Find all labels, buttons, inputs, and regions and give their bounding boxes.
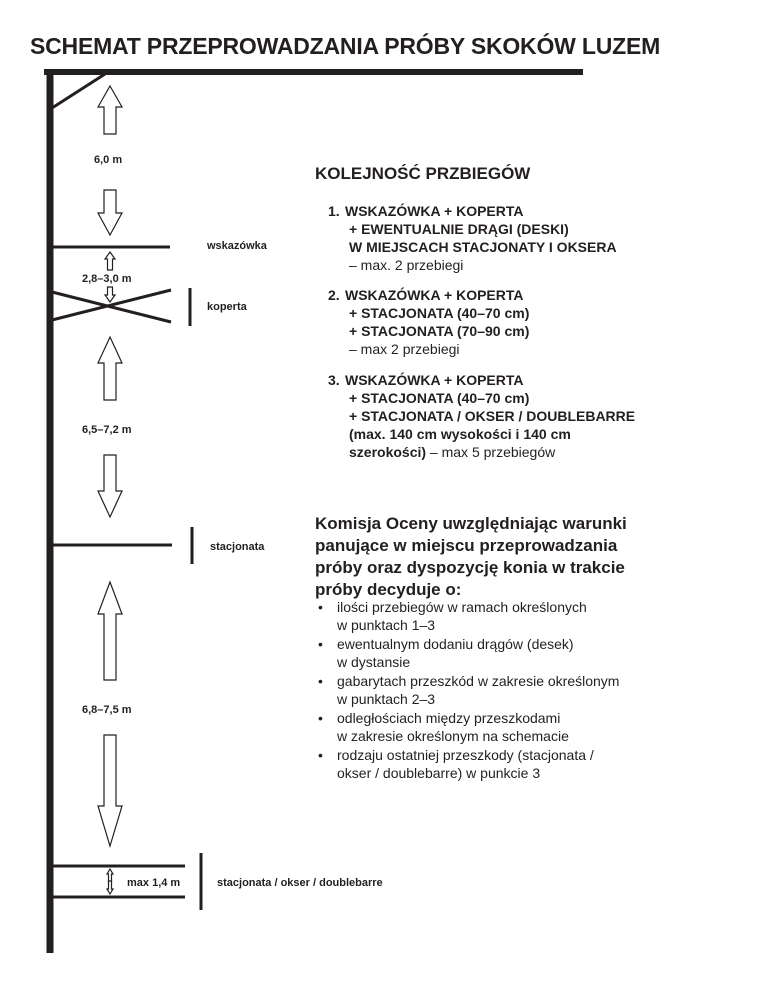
height-label: max 1,4 m: [127, 877, 181, 889]
arrow-up-icon: [96, 84, 124, 135]
order-item-2: 2. WSKAZÓWKA + KOPERTA + STACJONATA (40–…: [328, 286, 530, 358]
arrow-up-icon: [97, 580, 123, 681]
item-line: + STACJONATA / OKSER / DOUBLEBARRE: [349, 408, 636, 424]
order-item-1: 1. WSKAZÓWKA + KOPERTA + EWENTUALNIE DRĄ…: [328, 202, 617, 274]
bullet-line: ewentualnym dodaniu drągów (desek): [337, 636, 574, 652]
bullet-line: odległościach między przeszkodami: [337, 710, 561, 726]
obstacle-label: koperta: [207, 301, 247, 313]
corner-diagonal: [51, 72, 106, 110]
commission-line: panujące w miejscu przeprowadzania: [315, 536, 618, 555]
obstacle-label: wskazówka: [207, 240, 267, 252]
koperta-pole-1: [51, 290, 172, 324]
item-line: + STACJONATA (70–90 cm): [349, 323, 530, 339]
bullet-line: okser / doublebarre) w punkcie 3: [337, 765, 541, 781]
commission-paragraph: Komisja Oceny uwzględniając warunki panu…: [315, 513, 627, 601]
bullet-line: w zakresie określonym na schemacie: [337, 728, 569, 744]
bullet-line: rodzaju ostatniej przeszkody (stacjonata…: [337, 747, 594, 763]
arrow-down-icon: [97, 734, 123, 849]
item-note: – max 5 przebiegów: [426, 444, 556, 460]
decision-item: ilości przebiegów w ramach określonych w …: [318, 598, 619, 634]
decision-item: ewentualnym dodaniu drągów (desek) w dyst…: [318, 635, 619, 671]
arrow-down-icon: [96, 189, 124, 237]
item-line: (max. 140 cm wysokości i 140 cm: [349, 426, 571, 442]
item-line: + STACJONATA (40–70 cm): [349, 390, 530, 406]
item-line: szerokości): [349, 444, 427, 460]
item-number: 1.: [328, 203, 340, 219]
item-line: W MIEJSCACH STACJONATY I OKSERA: [349, 239, 617, 255]
item-line: WSKAZÓWKA + KOPERTA: [345, 203, 524, 219]
page-title: SCHEMAT PRZEPROWADZANIA PRÓBY SKOKÓW LUZ…: [30, 33, 661, 59]
arrow-down-icon: [97, 454, 123, 519]
order-heading: KOLEJNOŚĆ PRZBIEGÓW: [315, 164, 531, 183]
commission-line: próby decyduje o:: [315, 580, 462, 599]
item-line: WSKAZÓWKA + KOPERTA: [345, 287, 524, 303]
koperta-pole-2: [51, 288, 172, 322]
arrow-up-icon: [105, 867, 115, 883]
commission-line: Komisja Oceny uwzględniając warunki: [315, 514, 627, 533]
commission-line: próby oraz dyspozycję konia w trakcie: [315, 558, 625, 577]
arrow-down-icon: [103, 286, 117, 304]
item-number: 3.: [328, 372, 340, 388]
item-line: + EWENTUALNIE DRĄGI (DESKI): [349, 221, 569, 237]
arrow-down-icon: [105, 880, 115, 896]
bullet-line: w punktach 2–3: [337, 691, 436, 707]
order-item-3: 3. WSKAZÓWKA + KOPERTA + STACJONATA (40–…: [328, 371, 636, 461]
decision-list: ilości przebiegów w ramach określonych w …: [318, 598, 619, 783]
item-number: 2.: [328, 287, 340, 303]
obstacle-label: stacjonata / okser / doublebarre: [217, 877, 383, 889]
decision-item: gabarytach przeszkód w zakresie określon…: [318, 672, 619, 708]
distance-label: 2,8–3,0 m: [82, 273, 132, 285]
distance-label: 6,5–7,2 m: [82, 424, 132, 436]
decision-item: odległościach między przeszkodami w zakre…: [318, 709, 619, 745]
bullet-line: ilości przebiegów w ramach określonych: [337, 599, 587, 615]
arrow-up-icon: [103, 250, 117, 271]
bullet-line: gabarytach przeszkód w zakresie określon…: [337, 673, 620, 689]
bullet-line: w punktach 1–3: [337, 617, 436, 633]
distance-label: 6,0 m: [94, 154, 123, 166]
item-note: – max 2 przebiegi: [349, 341, 460, 357]
decision-item: rodzaju ostatniej przeszkody (stacjonata…: [318, 746, 619, 782]
distance-label: 6,8–7,5 m: [82, 704, 132, 716]
item-note: – max. 2 przebiegi: [349, 257, 464, 273]
arrow-up-icon: [97, 335, 123, 401]
obstacle-label: stacjonata: [210, 541, 265, 553]
item-line: + STACJONATA (40–70 cm): [349, 305, 530, 321]
item-line: WSKAZÓWKA + KOPERTA: [345, 372, 524, 388]
bullet-line: w dystansie: [337, 654, 411, 670]
